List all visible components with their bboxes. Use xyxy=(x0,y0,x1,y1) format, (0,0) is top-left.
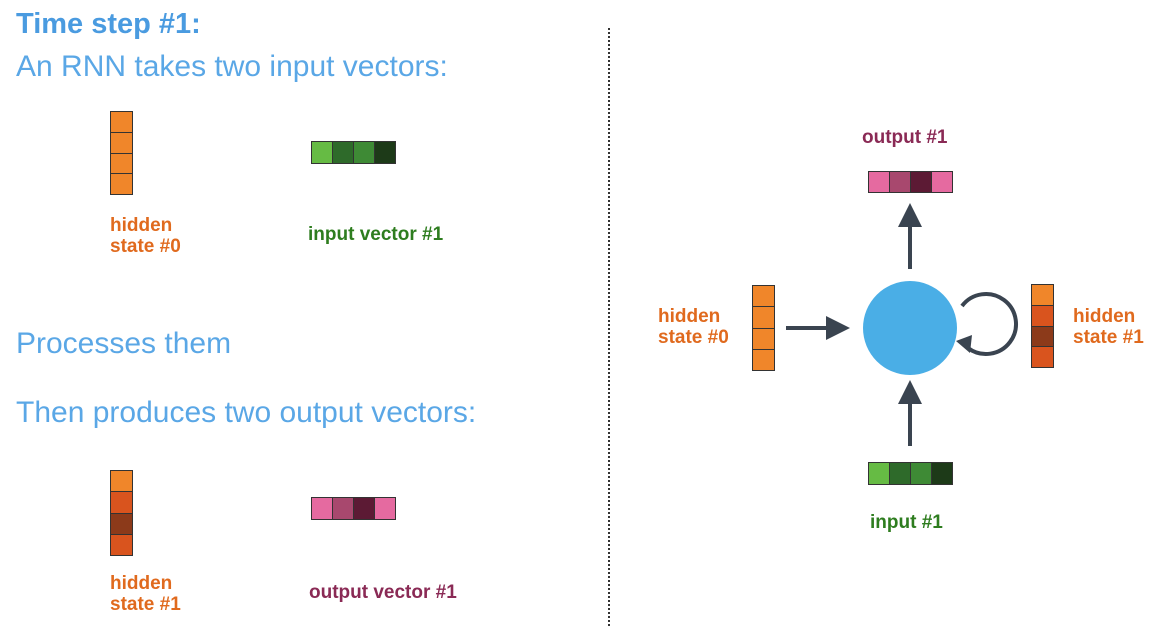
hidden-state-1-label: hidden state #1 xyxy=(110,573,181,615)
rnn-hidden-in-label-line2: state #0 xyxy=(658,327,729,348)
vector-cell xyxy=(354,498,375,519)
rnn-output-vector xyxy=(868,171,953,193)
hidden-state-0-label: hidden state #0 xyxy=(110,215,181,257)
vector-cell xyxy=(1032,285,1053,306)
rnn-hidden-in-vector xyxy=(752,285,775,371)
rnn-cell xyxy=(863,281,957,375)
vector-cell xyxy=(753,349,774,370)
rnn-input-label: input #1 xyxy=(870,512,943,533)
vector-cell xyxy=(111,132,132,154)
vector-cell xyxy=(375,498,395,519)
vector-cell xyxy=(932,172,952,192)
vector-cell xyxy=(869,463,890,484)
output-text: Then produces two output vectors: xyxy=(16,396,477,429)
rnn-hidden-out-vector xyxy=(1031,284,1054,368)
vector-cell xyxy=(753,328,774,350)
vector-cell xyxy=(111,471,132,493)
vector-cell xyxy=(911,463,932,484)
output-vector-1 xyxy=(311,497,396,520)
vector-cell xyxy=(753,286,774,308)
panel-divider xyxy=(608,28,610,626)
vector-cell xyxy=(375,142,395,163)
vector-cell xyxy=(312,498,333,519)
rnn-hidden-out-label: hidden state #1 xyxy=(1073,306,1144,348)
intro-text: An RNN takes two input vectors: xyxy=(16,50,448,83)
hidden-state-1-vector xyxy=(110,470,133,556)
rnn-hidden-out-label-line2: state #1 xyxy=(1073,327,1144,348)
vector-cell xyxy=(333,142,354,163)
rnn-hidden-in-label-line1: hidden xyxy=(658,306,721,327)
vector-cell xyxy=(111,174,132,194)
rnn-hidden-out-label-line1: hidden xyxy=(1073,306,1136,327)
vector-cell xyxy=(890,172,911,192)
hidden-state-0-label-line1: hidden xyxy=(110,215,173,236)
process-text: Processes them xyxy=(16,327,232,360)
hidden-state-0-vector xyxy=(110,111,133,195)
hidden-state-1-label-line2: state #1 xyxy=(110,594,181,615)
vector-cell xyxy=(354,142,375,163)
vector-cell xyxy=(753,307,774,329)
input-vector-1 xyxy=(311,141,396,164)
vector-cell xyxy=(111,513,132,535)
rnn-input-vector xyxy=(868,462,953,485)
vector-cell xyxy=(890,463,911,484)
vector-cell xyxy=(312,142,333,163)
vector-cell xyxy=(911,172,932,192)
rnn-hidden-in-label: hidden state #0 xyxy=(658,306,729,348)
vector-cell xyxy=(111,492,132,514)
page-title: Time step #1: xyxy=(16,8,201,40)
input-vector-1-label: input vector #1 xyxy=(308,224,444,245)
vector-cell xyxy=(111,112,132,133)
recurrent-loop-arrowhead xyxy=(956,335,972,353)
hidden-state-1-label-line1: hidden xyxy=(110,573,173,594)
vector-cell xyxy=(333,498,354,519)
vector-cell xyxy=(111,534,132,555)
vector-cell xyxy=(932,463,952,484)
recurrent-loop-arrow xyxy=(960,292,1018,356)
vector-cell xyxy=(1032,347,1053,367)
vector-cell xyxy=(1032,305,1053,327)
rnn-output-label: output #1 xyxy=(862,127,948,148)
vector-cell xyxy=(869,172,890,192)
output-vector-1-label: output vector #1 xyxy=(309,582,457,603)
vector-cell xyxy=(1032,326,1053,348)
vector-cell xyxy=(111,153,132,175)
hidden-state-0-label-line2: state #0 xyxy=(110,236,181,257)
